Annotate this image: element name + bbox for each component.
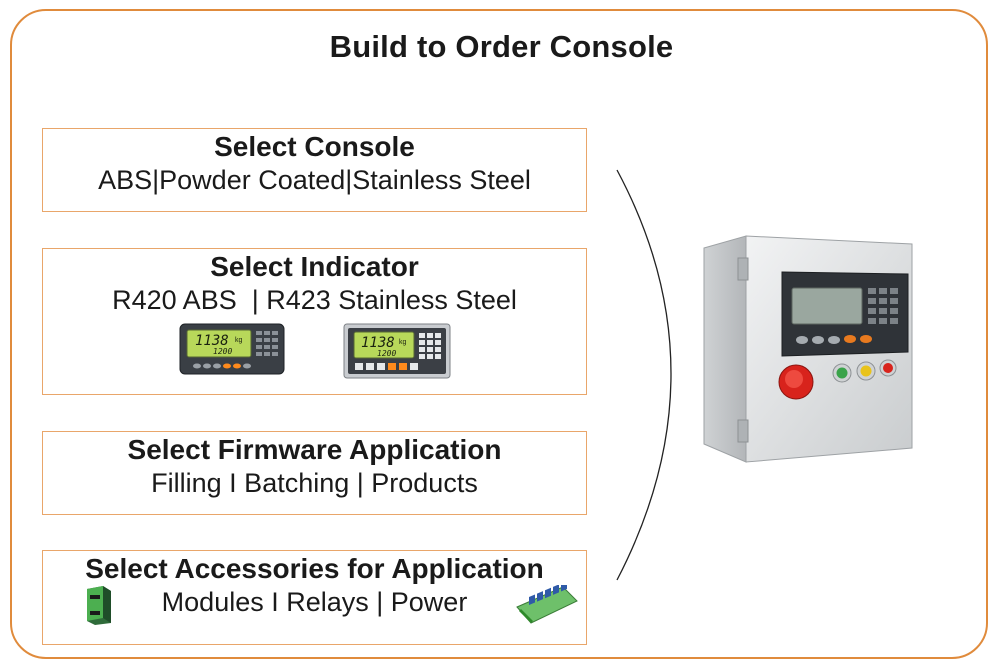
rounded-frame — [10, 9, 988, 659]
svg-text:kg: kg — [235, 337, 243, 344]
svg-text:1200: 1200 — [213, 347, 232, 356]
indicator-options: R420 ABS | R423 Stainless Steel — [112, 285, 517, 315]
module-image — [87, 586, 111, 625]
select-accessories-box[interactable]: Select Accessories for Application Modul… — [42, 550, 587, 645]
indicator-images: 1138 kg 1200 1138 kg — [43, 317, 586, 381]
console-options: ABS|Powder Coated|Stainless Steel — [98, 165, 531, 195]
r423-indicator-image: 1138 kg 1200 — [343, 323, 451, 379]
select-console-box[interactable]: Select Console ABS|Powder Coated|Stainle… — [42, 128, 587, 212]
select-console-heading: Select Console — [214, 131, 415, 162]
r420-indicator-image: 1138 kg 1200 — [179, 323, 285, 375]
select-indicator-box[interactable]: Select Indicator R420 ABS | R423 Stainle… — [42, 248, 587, 395]
select-firmware-box[interactable]: Select Firmware Application Filling I Ba… — [42, 431, 587, 515]
accessory-options: Modules I Relays | Power — [161, 587, 468, 617]
connector-arc — [616, 169, 672, 581]
page-title: Build to Order Console — [329, 29, 674, 64]
select-firmware-heading: Select Firmware Application — [127, 434, 502, 465]
svg-text:1138: 1138 — [361, 335, 395, 351]
svg-text:1138: 1138 — [195, 333, 229, 349]
console-enclosure-image — [703, 235, 913, 463]
relay-board-image — [516, 585, 578, 624]
svg-text:kg: kg — [399, 339, 407, 346]
firmware-options: Filling I Batching | Products — [151, 468, 478, 498]
select-accessories-heading: Select Accessories for Application — [85, 553, 544, 584]
select-indicator-heading: Select Indicator — [210, 251, 419, 282]
svg-text:1200: 1200 — [377, 349, 396, 358]
